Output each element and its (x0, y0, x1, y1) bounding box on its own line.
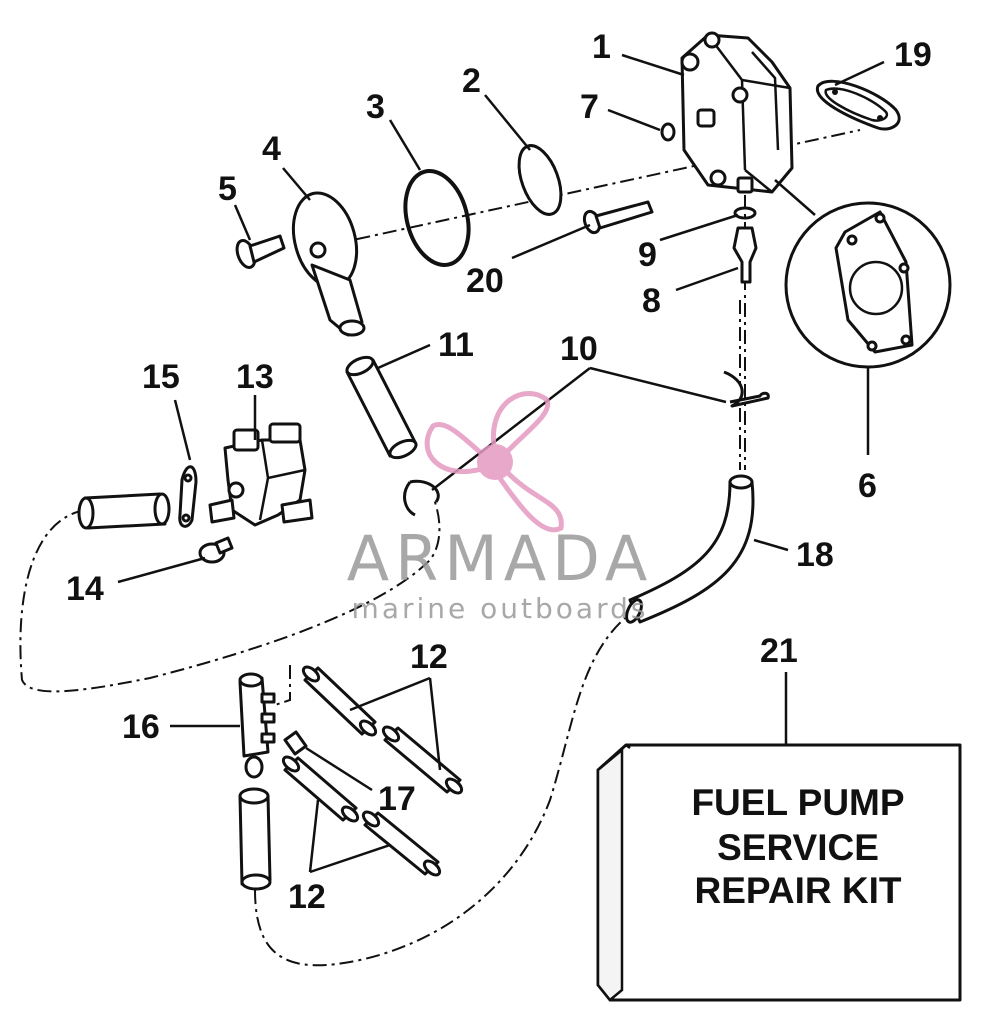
callout-2: 2 (462, 62, 481, 100)
callout-20: 20 (466, 262, 504, 300)
fitting-8 (732, 226, 758, 284)
callout-19: 19 (894, 36, 932, 74)
callout-10: 10 (560, 330, 598, 368)
fuel-tee-assembly-13 (208, 422, 314, 527)
callout-1: 1 (592, 28, 611, 66)
check-valve (517, 144, 563, 216)
callout-5: 5 (218, 170, 237, 208)
gasket-15 (178, 465, 198, 528)
hose-11 (345, 355, 418, 460)
callout-21: 21 (760, 632, 798, 670)
callout-8: 8 (642, 282, 661, 320)
hose-12d (361, 810, 442, 877)
callout-17: 17 (378, 780, 416, 818)
callout-labels: 1 2 3 4 5 6 7 8 9 10 11 12 12 13 14 15 1… (66, 28, 932, 916)
hose-12b (381, 725, 464, 795)
gasket-detail-inset (774, 179, 952, 455)
kit-line-3: REPAIR KIT (695, 870, 902, 911)
kit-line-2: SERVICE (717, 827, 879, 868)
hose-18 (625, 474, 755, 624)
leader-lines (117, 53, 885, 874)
connector-17 (283, 730, 308, 756)
hose-12a (301, 665, 378, 737)
callout-15: 15 (142, 358, 180, 396)
callout-12-upper: 12 (410, 638, 448, 676)
screw-5 (235, 234, 286, 269)
hose-short-left (77, 492, 171, 530)
callout-12-lower: 12 (288, 878, 326, 916)
diaphragm-cover (291, 191, 366, 337)
screw-20 (582, 200, 654, 235)
watermark-brand: ARMADA (347, 522, 653, 595)
callout-7: 7 (580, 88, 599, 126)
fuel-manifold-16 (238, 672, 276, 779)
callout-9: 9 (638, 236, 657, 274)
kit-line-1: FUEL PUMP (691, 782, 904, 823)
callout-11: 11 (438, 326, 474, 364)
watermark-tagline: marine outboards (352, 592, 649, 625)
propeller-logo-icon (424, 391, 564, 533)
armada-watermark: ARMADA marine outboards (347, 391, 653, 625)
repair-kit-label: FUEL PUMP SERVICE REPAIR KIT (691, 782, 904, 911)
hose-lower-manifold (238, 787, 272, 891)
callout-13: 13 (236, 358, 274, 396)
repair-kit-box (596, 743, 962, 1002)
callout-6: 6 (858, 467, 877, 505)
o-ring-small-7 (660, 122, 676, 142)
callout-16: 16 (122, 708, 160, 746)
o-ring (403, 168, 471, 268)
fuel-pump-body (680, 31, 794, 194)
cover-plate-gasket (815, 79, 901, 131)
callout-3: 3 (366, 88, 385, 126)
hose-clamp-lower (403, 479, 440, 517)
hose-12c (281, 755, 360, 823)
hose-clamp-upper (723, 370, 770, 408)
screw-14 (198, 536, 234, 564)
callout-14: 14 (66, 570, 104, 608)
callout-4: 4 (262, 130, 281, 168)
washer-9 (733, 206, 757, 220)
callout-18: 18 (796, 536, 834, 574)
